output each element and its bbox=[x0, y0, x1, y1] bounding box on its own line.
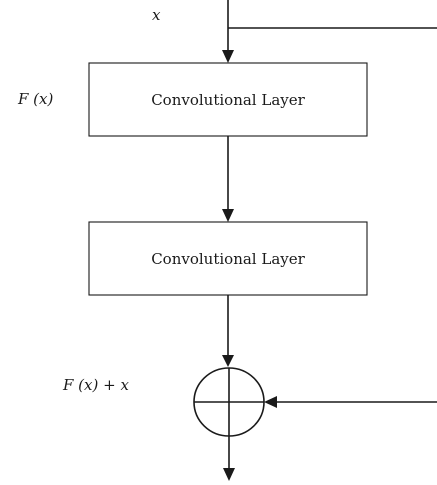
arrow-into-sum bbox=[222, 355, 234, 367]
layer-2-box bbox=[88, 221, 368, 296]
summation-node bbox=[193, 367, 265, 437]
arrow-into-layer-2 bbox=[222, 209, 234, 222]
sum-label: F (x) + x bbox=[62, 376, 129, 394]
convolutional-layer-1: Convolutional Layer bbox=[88, 62, 368, 137]
input-x-label: x bbox=[152, 6, 161, 24]
arrow-into-layer-1 bbox=[222, 50, 234, 63]
layer-1-box bbox=[88, 62, 368, 137]
convolutional-layer-2: Convolutional Layer bbox=[88, 221, 368, 296]
fx-label: F (x) bbox=[17, 90, 53, 108]
output-arrow bbox=[223, 468, 235, 481]
layer-1-label: Convolutional Layer bbox=[151, 91, 305, 109]
arrow-skip-into-sum bbox=[264, 396, 277, 408]
layer-2-label: Convolutional Layer bbox=[151, 250, 305, 268]
